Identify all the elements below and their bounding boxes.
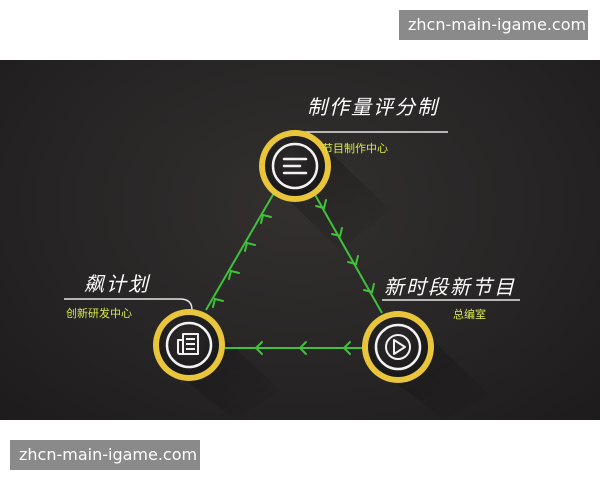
text-lines-icon	[282, 157, 308, 175]
flow-arrowheads	[212, 199, 375, 355]
callout-line-left	[64, 298, 193, 311]
node-right	[362, 311, 434, 383]
edge-left-to-top	[205, 192, 275, 311]
document-icon	[177, 333, 199, 355]
node-top	[259, 130, 331, 202]
watermark-top: zhcn-main-igame.com	[399, 10, 588, 40]
cycle-diagram: 制作量评分制 节目制作中心 飙计划 创新研发中心 新时段新节目 总编室	[0, 60, 600, 420]
node-left-subtitle: 创新研发中心	[66, 306, 132, 320]
play-icon-ring	[385, 334, 411, 360]
node-right-subtitle: 总编室	[453, 307, 486, 321]
node-left-title: 飙计划	[84, 272, 151, 296]
edge-top-to-right	[313, 192, 383, 314]
diagram-canvas: 制作量评分制 节目制作中心 飙计划 创新研发中心 新时段新节目 总编室	[64, 95, 520, 420]
node-right-title: 新时段新节目	[384, 275, 516, 299]
node-top-subtitle: 节目制作中心	[322, 142, 388, 155]
node-left	[153, 309, 225, 381]
flow-edges	[205, 192, 383, 349]
node-top-title: 制作量评分制	[307, 95, 440, 119]
watermark-bottom: zhcn-main-igame.com	[10, 440, 200, 470]
play-icon	[393, 339, 406, 355]
